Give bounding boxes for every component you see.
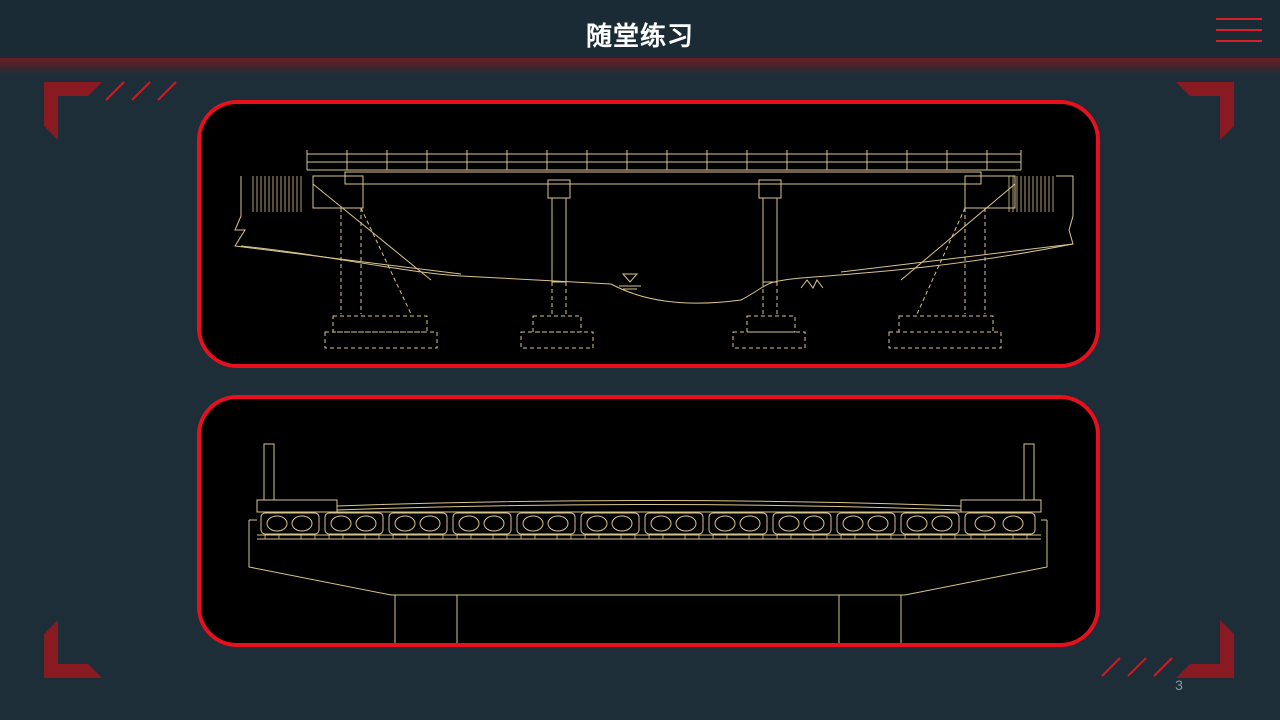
corner-bracket-top-left <box>44 81 177 140</box>
bridge-cross-section-drawing <box>248 443 1048 643</box>
corner-bracket-bottom-left <box>44 620 102 678</box>
hamburger-menu-icon[interactable] <box>1216 16 1262 44</box>
header-accent-band <box>0 58 1280 74</box>
slide-title: 随堂练习 <box>585 22 694 52</box>
slide-header <box>0 0 1280 58</box>
slide-page-number: 3 <box>1175 677 1183 693</box>
corner-bracket-top-right <box>1176 82 1234 140</box>
bridge-cross-section-panel <box>197 395 1100 647</box>
bridge-elevation-drawing <box>234 150 1074 349</box>
bridge-elevation-panel <box>197 100 1100 368</box>
corner-bracket-bottom-right <box>1101 620 1234 678</box>
